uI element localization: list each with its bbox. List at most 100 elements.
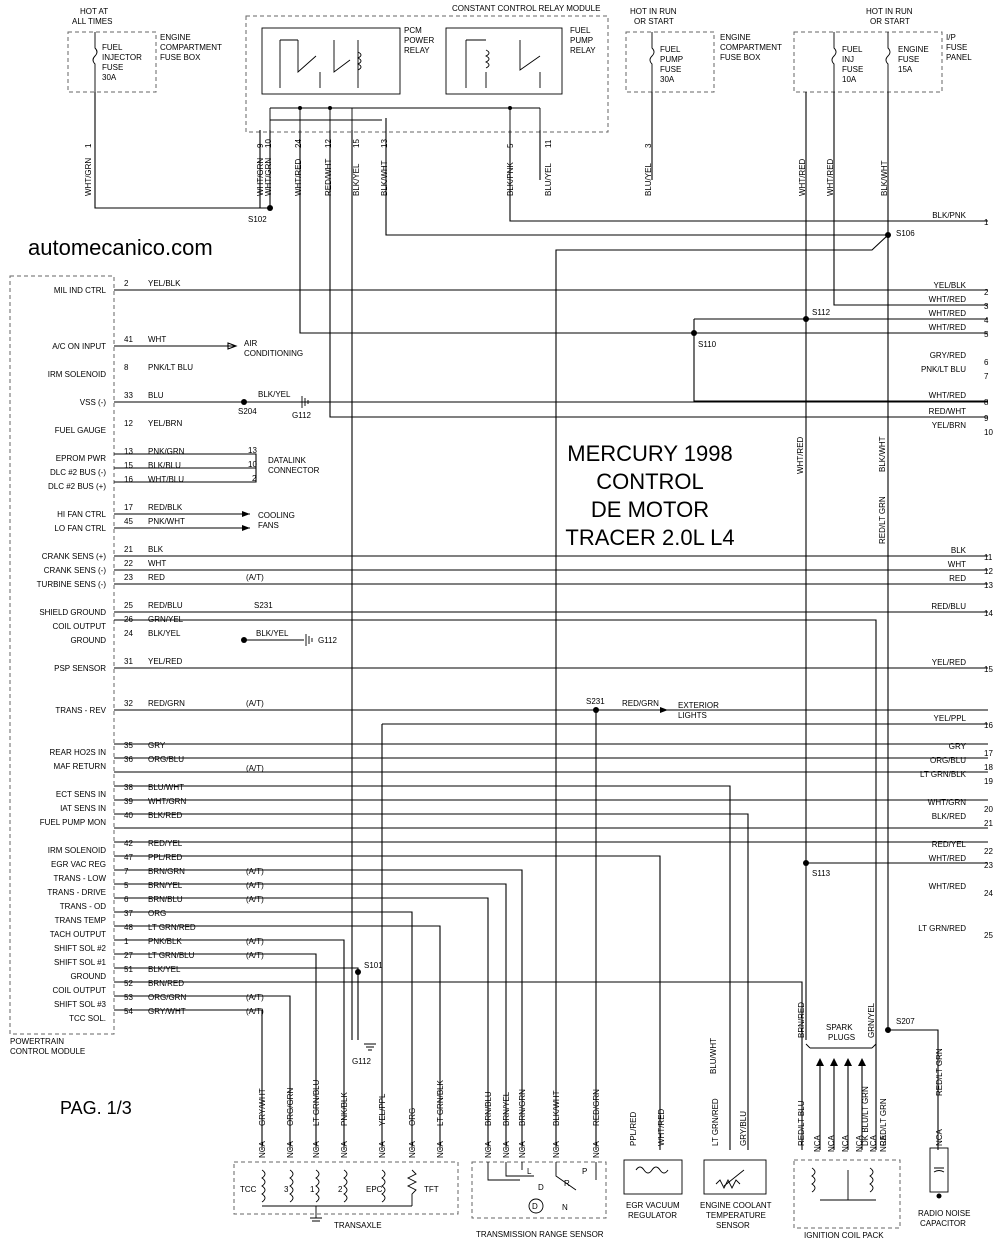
- at-marker: (A/T): [246, 937, 264, 946]
- right-output-number: 1: [984, 218, 989, 227]
- pcm-pin-label: EPROM PWR: [56, 454, 106, 463]
- pcm-pin-number: 47: [124, 853, 133, 862]
- pcm-pin-number: 52: [124, 979, 133, 988]
- right-output-number: 2: [984, 288, 989, 297]
- fuse-label: FUSE: [102, 63, 123, 72]
- pcm-wire-color: ORG/BLU: [148, 755, 184, 764]
- nca-label: NCA: [408, 1140, 417, 1158]
- top-wire-pin: 9: [256, 143, 265, 148]
- pcm-pin-number: 13: [124, 447, 133, 456]
- pcm-pin-label: VSS (-): [80, 398, 107, 407]
- nca-label: NCA: [286, 1140, 295, 1158]
- relay-label: PUMP: [570, 36, 593, 45]
- pcm-label: CONTROL MODULE: [10, 1047, 85, 1056]
- fuse-box-outline: [67, 31, 157, 93]
- transaxle-wire-color: PNK/BLK: [340, 1092, 349, 1126]
- top-wire-color: WHT/RED: [294, 158, 303, 196]
- nca-label: NCA: [879, 1134, 888, 1152]
- ect-wire-color: GRY/BLU: [739, 1111, 748, 1146]
- at-marker: (A/T): [246, 573, 264, 582]
- right-wire-color: WHT/RED: [929, 295, 967, 304]
- right-wire-color: BLK: [951, 546, 967, 555]
- pcm-pin-label: A/C ON INPUT: [52, 342, 106, 351]
- trs-wire-color: BRN/BLU: [484, 1091, 493, 1126]
- right-output-number: 3: [984, 302, 989, 311]
- fuse-label: FUSE: [660, 65, 681, 74]
- trs-wire-color: RED/GRN: [592, 1089, 601, 1126]
- component-label: TFT: [424, 1185, 439, 1194]
- transaxle-wire-color: LT GRN/BLU: [312, 1079, 321, 1126]
- pcm-label: POWERTRAIN: [10, 1037, 64, 1046]
- ip-fuse-panel: HOT IN RUN OR START FUEL INJ FUSE 10A EN…: [793, 7, 972, 93]
- pcm-pin-label: IRM SOLENOID: [48, 370, 106, 379]
- pcm-pin-label: MIL IND CTRL: [54, 286, 107, 295]
- pcm-wire-color: LT GRN/RED: [148, 923, 196, 932]
- pcm-wire-color: BRN/BLU: [148, 895, 183, 904]
- trs-outline: [471, 1161, 607, 1219]
- right-output-number: 8: [984, 398, 989, 407]
- at-marker: (A/T): [246, 881, 264, 890]
- right-output-number: 17: [984, 749, 993, 758]
- pcm-pin-label: CRANK SENS (-): [44, 566, 107, 575]
- pcm-pin-number: 6: [124, 895, 129, 904]
- hot-label: HOT IN RUN: [630, 7, 677, 16]
- title-line-2: CONTROL: [596, 469, 704, 494]
- nca-label: NCA: [855, 1134, 864, 1152]
- right-output-number: 14: [984, 609, 993, 618]
- fuse-label: 15A: [898, 65, 913, 74]
- right-output-number: 24: [984, 889, 993, 898]
- solenoid-coils-icon: [261, 1169, 418, 1207]
- nca-label: NCA: [258, 1140, 267, 1158]
- prnd-letter: L: [527, 1167, 532, 1176]
- splice-label: S231: [254, 601, 273, 610]
- coil-wire-color: RED/LT BLU: [797, 1100, 806, 1146]
- top-wire-color: BLK/YEL: [352, 163, 361, 196]
- fuse-label: 30A: [660, 75, 675, 84]
- relay-label: PCM: [404, 26, 422, 35]
- right-wire-color: YEL/PPL: [934, 714, 967, 723]
- pcm-pin-label: FUEL GAUGE: [55, 426, 106, 435]
- side-labels: AIR CONDITIONING BLK/YEL 13 10 2 DATALIN…: [114, 339, 719, 1150]
- right-wire-color: WHT/RED: [929, 391, 967, 400]
- right-output-number: 20: [984, 805, 993, 814]
- datalink-pin: 2: [252, 474, 257, 483]
- pcm-pin-number: 42: [124, 839, 133, 848]
- pcm-pin-number: 37: [124, 909, 133, 918]
- pcm-relay-box: [261, 27, 401, 95]
- pcm-pin-label: GROUND: [70, 972, 106, 981]
- coil-wire-color: GRN/YEL: [867, 1002, 876, 1038]
- side-label: FANS: [258, 521, 279, 530]
- splice-label: S231: [586, 697, 605, 706]
- egr-wire-color: WHT/RED: [657, 1108, 666, 1146]
- wire-label: BLK/YEL: [258, 390, 291, 399]
- fuse-box-label: FUSE BOX: [720, 53, 761, 62]
- pcm-pin-label: TRANS - DRIVE: [47, 888, 106, 897]
- pcm-wire-color: YEL/RED: [148, 657, 182, 666]
- right-wire-color: WHT/GRN: [928, 798, 966, 807]
- top-wire-color: WHT/RED: [826, 158, 835, 196]
- pcm-pin-label: GROUND: [70, 636, 106, 645]
- ect-box: [703, 1159, 767, 1195]
- nca-label: NCA: [502, 1140, 511, 1158]
- spark-plug-icon: [816, 1058, 866, 1066]
- pcm-pin-label: FUEL PUMP MON: [40, 818, 106, 827]
- pcm-pin-number: 45: [124, 517, 133, 526]
- splice-labels: S102 S106 S112 S110 S204 S231 S231 S113 …: [238, 215, 915, 1026]
- right-output-number: 7: [984, 372, 989, 381]
- nca-label: NCA: [827, 1134, 836, 1152]
- pcm-pin-label: HI FAN CTRL: [57, 510, 106, 519]
- radio-noise-capacitor: RADIO NOISE CAPACITOR: [918, 1147, 970, 1228]
- pcm-pin-label: PSP SENSOR: [54, 664, 106, 673]
- component-label: TCC: [240, 1185, 257, 1194]
- pcm-wire-color: WHT: [148, 335, 166, 344]
- right-wire-color: YEL/BRN: [932, 421, 966, 430]
- transaxle-wire-color: ORG: [408, 1108, 417, 1126]
- side-label: EXTERIOR: [678, 701, 719, 710]
- coil-windings-icon: [811, 1167, 876, 1201]
- pcm-pin-number: 24: [124, 629, 133, 638]
- relay-label: RELAY: [570, 46, 596, 55]
- fuse-label: 30A: [102, 73, 117, 82]
- fuse-panel-outline: [793, 31, 943, 93]
